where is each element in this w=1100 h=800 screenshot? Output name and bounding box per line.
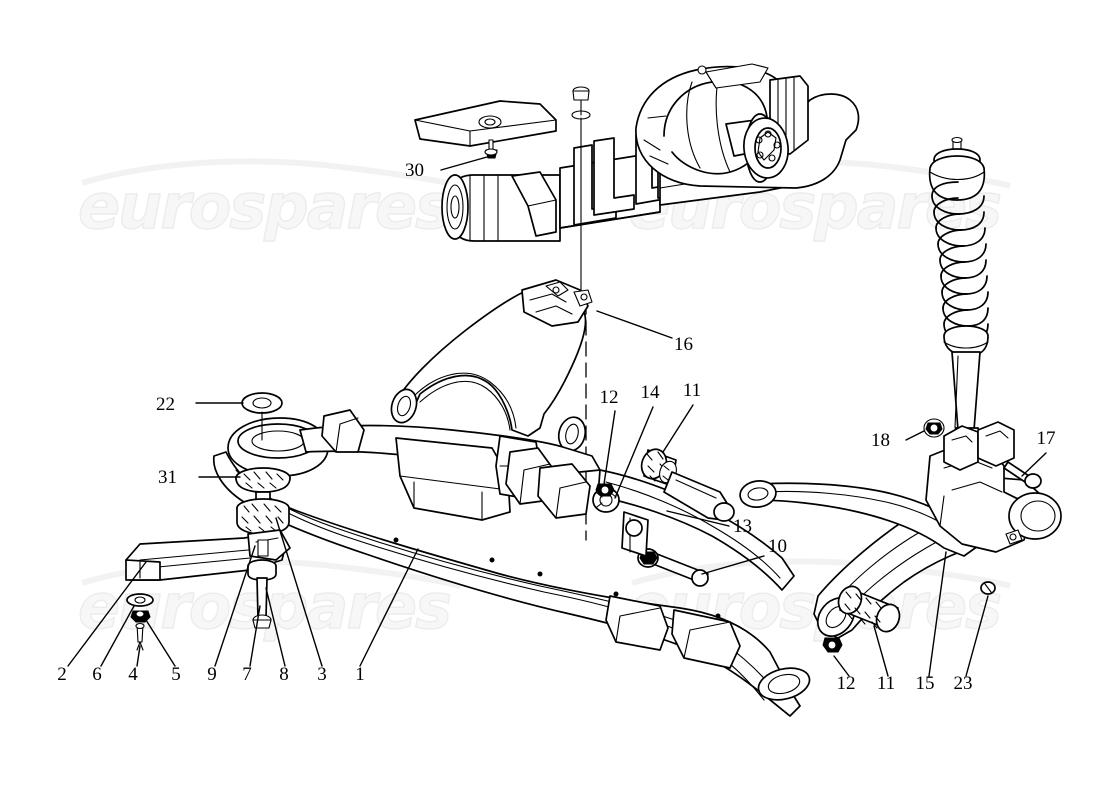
callout-label-18: 18: [871, 430, 890, 451]
watermark-top-left: eurospares: [77, 158, 461, 244]
callout-label-1: 1: [355, 664, 365, 685]
callout-23[interactable]: 23: [954, 595, 989, 694]
callout-label-23: 23: [954, 673, 973, 694]
callout-layer: 30 16 22 31 12 14: [57, 156, 1056, 694]
callout-label-3: 3: [317, 664, 327, 685]
part-5-castle-nut: [130, 610, 151, 623]
watermark-text: eurospares: [78, 170, 450, 243]
callout-label-13: 13: [733, 516, 752, 537]
callout-1[interactable]: 1: [355, 548, 419, 685]
callout-9[interactable]: 9: [207, 545, 256, 685]
hub-carrier: [925, 421, 1062, 553]
callout-label-5: 5: [171, 664, 181, 685]
callout-label-12-upper: 12: [600, 387, 619, 408]
callout-6[interactable]: 6: [92, 605, 135, 685]
callout-30[interactable]: 30: [405, 156, 488, 181]
callout-15[interactable]: 15: [916, 551, 947, 694]
callout-label-2: 2: [57, 664, 67, 685]
part-30-propshaft-bolt: [484, 139, 498, 159]
callout-label-8: 8: [279, 664, 289, 685]
part-7-nut-lower: [247, 559, 277, 581]
part-2-subframe-mounting-bracket: [125, 533, 287, 581]
callout-11-lower[interactable]: 11: [873, 625, 895, 694]
callout-16[interactable]: 16: [596, 310, 693, 355]
callout-13[interactable]: 13: [666, 510, 752, 537]
part-16-differential-mount-bolt: [571, 86, 591, 301]
upper-control-arm: [390, 279, 593, 452]
part-12-nut-upper: [595, 483, 615, 497]
callout-8[interactable]: 8: [265, 587, 289, 685]
part-31-mount-cap: [235, 467, 291, 493]
callout-14[interactable]: 14: [614, 382, 661, 499]
left-mount-stack: [125, 392, 291, 651]
callout-12-lower[interactable]: 12: [833, 655, 856, 694]
part-3-rubber-mount-bush: [236, 498, 290, 535]
callout-label-7: 7: [242, 664, 252, 685]
part-12-nut-lower: [822, 637, 843, 653]
callout-label-11-lower: 11: [877, 673, 895, 694]
part-13-tie-rod-link: [663, 471, 735, 522]
callout-10[interactable]: 10: [701, 536, 787, 575]
callout-label-9: 9: [207, 664, 217, 685]
part-9-spacer-sleeve: [257, 539, 269, 557]
callout-7[interactable]: 7: [242, 605, 261, 685]
link-vertical-bracket: [621, 511, 649, 557]
callout-label-11-upper: 11: [683, 380, 701, 401]
callout-label-15: 15: [916, 673, 935, 694]
callout-18[interactable]: 18: [871, 430, 925, 451]
coil-over-shock-absorber: [928, 136, 989, 463]
differential-housing: [635, 63, 860, 189]
part-11-bush-lower: [837, 585, 901, 633]
callout-3[interactable]: 3: [275, 517, 327, 685]
callout-5[interactable]: 5: [145, 619, 181, 685]
callout-label-6: 6: [92, 664, 102, 685]
callout-12-upper[interactable]: 12: [600, 387, 619, 485]
callout-22[interactable]: 22: [156, 394, 244, 415]
callout-label-16: 16: [674, 334, 693, 355]
part-18-shock-lower-nut: [923, 418, 945, 438]
callout-label-30: 30: [405, 160, 424, 181]
callout-label-10: 10: [768, 536, 787, 557]
callout-label-4: 4: [128, 664, 138, 685]
callout-label-31: 31: [158, 467, 177, 488]
part-6-washer-lower: [126, 593, 154, 607]
callout-4[interactable]: 4: [128, 645, 141, 685]
part-22-washer: [241, 392, 283, 414]
part-23-small-fastener: [980, 581, 996, 595]
part-17-hub-carrier-pin: [1003, 461, 1042, 489]
callout-label-14: 14: [641, 382, 661, 403]
rear-subframe-crossmember: [212, 409, 811, 717]
callout-2[interactable]: 2: [57, 561, 147, 685]
callout-label-17: 17: [1037, 428, 1056, 449]
callout-label-22: 22: [156, 394, 175, 415]
callout-label-12-lower: 12: [837, 673, 856, 694]
callout-17[interactable]: 17: [1021, 428, 1056, 477]
rear-axle-beam: [414, 100, 791, 242]
part-4-split-pin: [135, 622, 145, 651]
callout-11-upper[interactable]: 11: [662, 380, 701, 453]
callout-31[interactable]: 31: [158, 467, 241, 488]
